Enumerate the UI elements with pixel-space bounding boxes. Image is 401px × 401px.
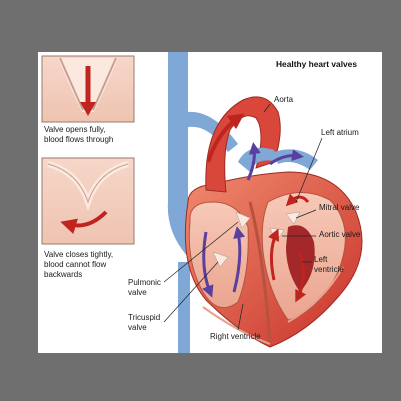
label-aorta: Aorta	[274, 95, 294, 104]
label-tricuspid-valve-2: valve	[128, 323, 147, 332]
inset-valve-closed	[42, 158, 134, 244]
label-pulmonic-valve-1: Pulmonic	[128, 278, 161, 287]
label-mitral-valve: Mitral valve	[319, 203, 360, 212]
inset-closed-caption-1: Valve closes tightly,	[44, 250, 113, 259]
diagram-title: Healthy heart valves	[276, 59, 357, 69]
diagram-panel: Valve opens fully, blood flows through V…	[38, 52, 382, 353]
heart-valves-diagram: Valve opens fully, blood flows through V…	[38, 52, 382, 353]
label-left-ventricle-1: Left	[314, 255, 328, 264]
inset-closed-caption-2: blood cannot flow	[44, 260, 106, 269]
label-pulmonic-valve-2: valve	[128, 288, 147, 297]
label-tricuspid-valve-1: Tricuspid	[128, 313, 160, 322]
inset-valve-open	[42, 56, 134, 122]
label-aortic-valve: Aortic valve	[319, 230, 361, 239]
inset-closed-caption-3: backwards	[44, 270, 82, 279]
label-right-ventricle: Right ventricle	[210, 332, 261, 341]
label-left-atrium: Left atrium	[321, 128, 359, 137]
inset-open-caption-1: Valve opens fully,	[44, 125, 106, 134]
label-left-ventricle-2: ventricle	[314, 265, 344, 274]
inset-open-caption-2: blood flows through	[44, 135, 113, 144]
